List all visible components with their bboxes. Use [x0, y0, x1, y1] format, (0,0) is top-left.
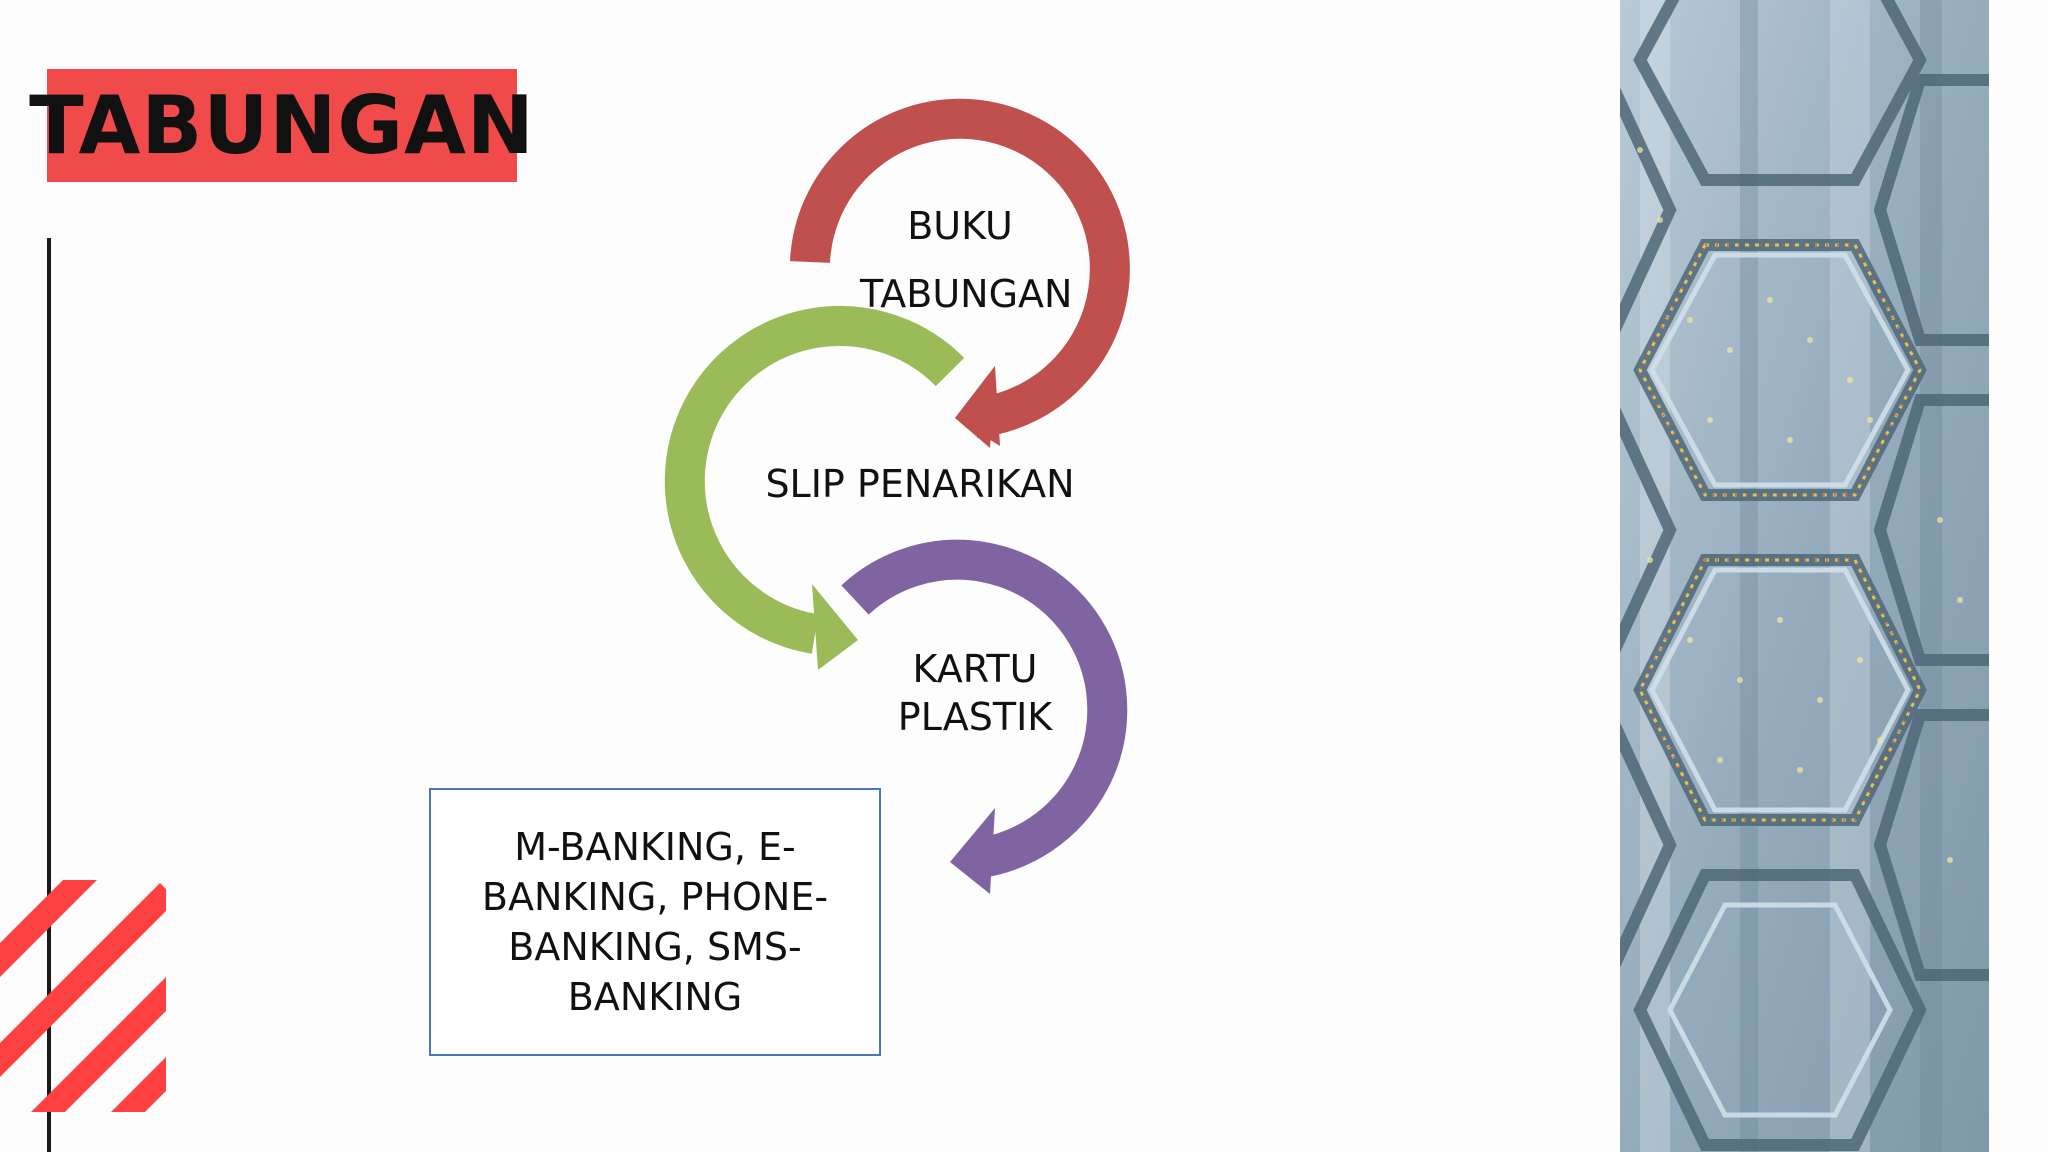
flow-label-buku-tabungan: BUKU TABUNGAN — [860, 192, 1073, 328]
flow-arrow-2 — [664, 306, 965, 670]
flow-label-line: BUKU — [907, 204, 1013, 248]
flow-label-slip-penarikan: SLIP PENARIKAN — [740, 462, 1100, 508]
digital-banking-text: M-BANKING, E-BANKING, PHONE-BANKING, SMS… — [481, 825, 829, 1019]
flow-label-kartu-plastik: KARTU PLASTIK — [860, 645, 1090, 741]
slide-title: TABUNGAN — [29, 78, 535, 172]
decorative-stripes — [0, 880, 166, 1112]
hexagon-image-panel — [1620, 0, 1989, 1152]
flow-label-line: SLIP PENARIKAN — [765, 462, 1075, 506]
flow-arrow-1 — [790, 98, 1130, 448]
flow-arrow-3 — [841, 539, 1128, 894]
digital-banking-box: M-BANKING, E-BANKING, PHONE-BANKING, SMS… — [429, 788, 881, 1056]
flow-label-line: TABUNGAN — [860, 272, 1073, 316]
left-vertical-rule — [47, 238, 51, 1152]
flow-label-line: PLASTIK — [897, 695, 1053, 739]
flow-label-line: KARTU — [912, 647, 1038, 691]
title-banner: TABUNGAN — [29, 69, 534, 182]
